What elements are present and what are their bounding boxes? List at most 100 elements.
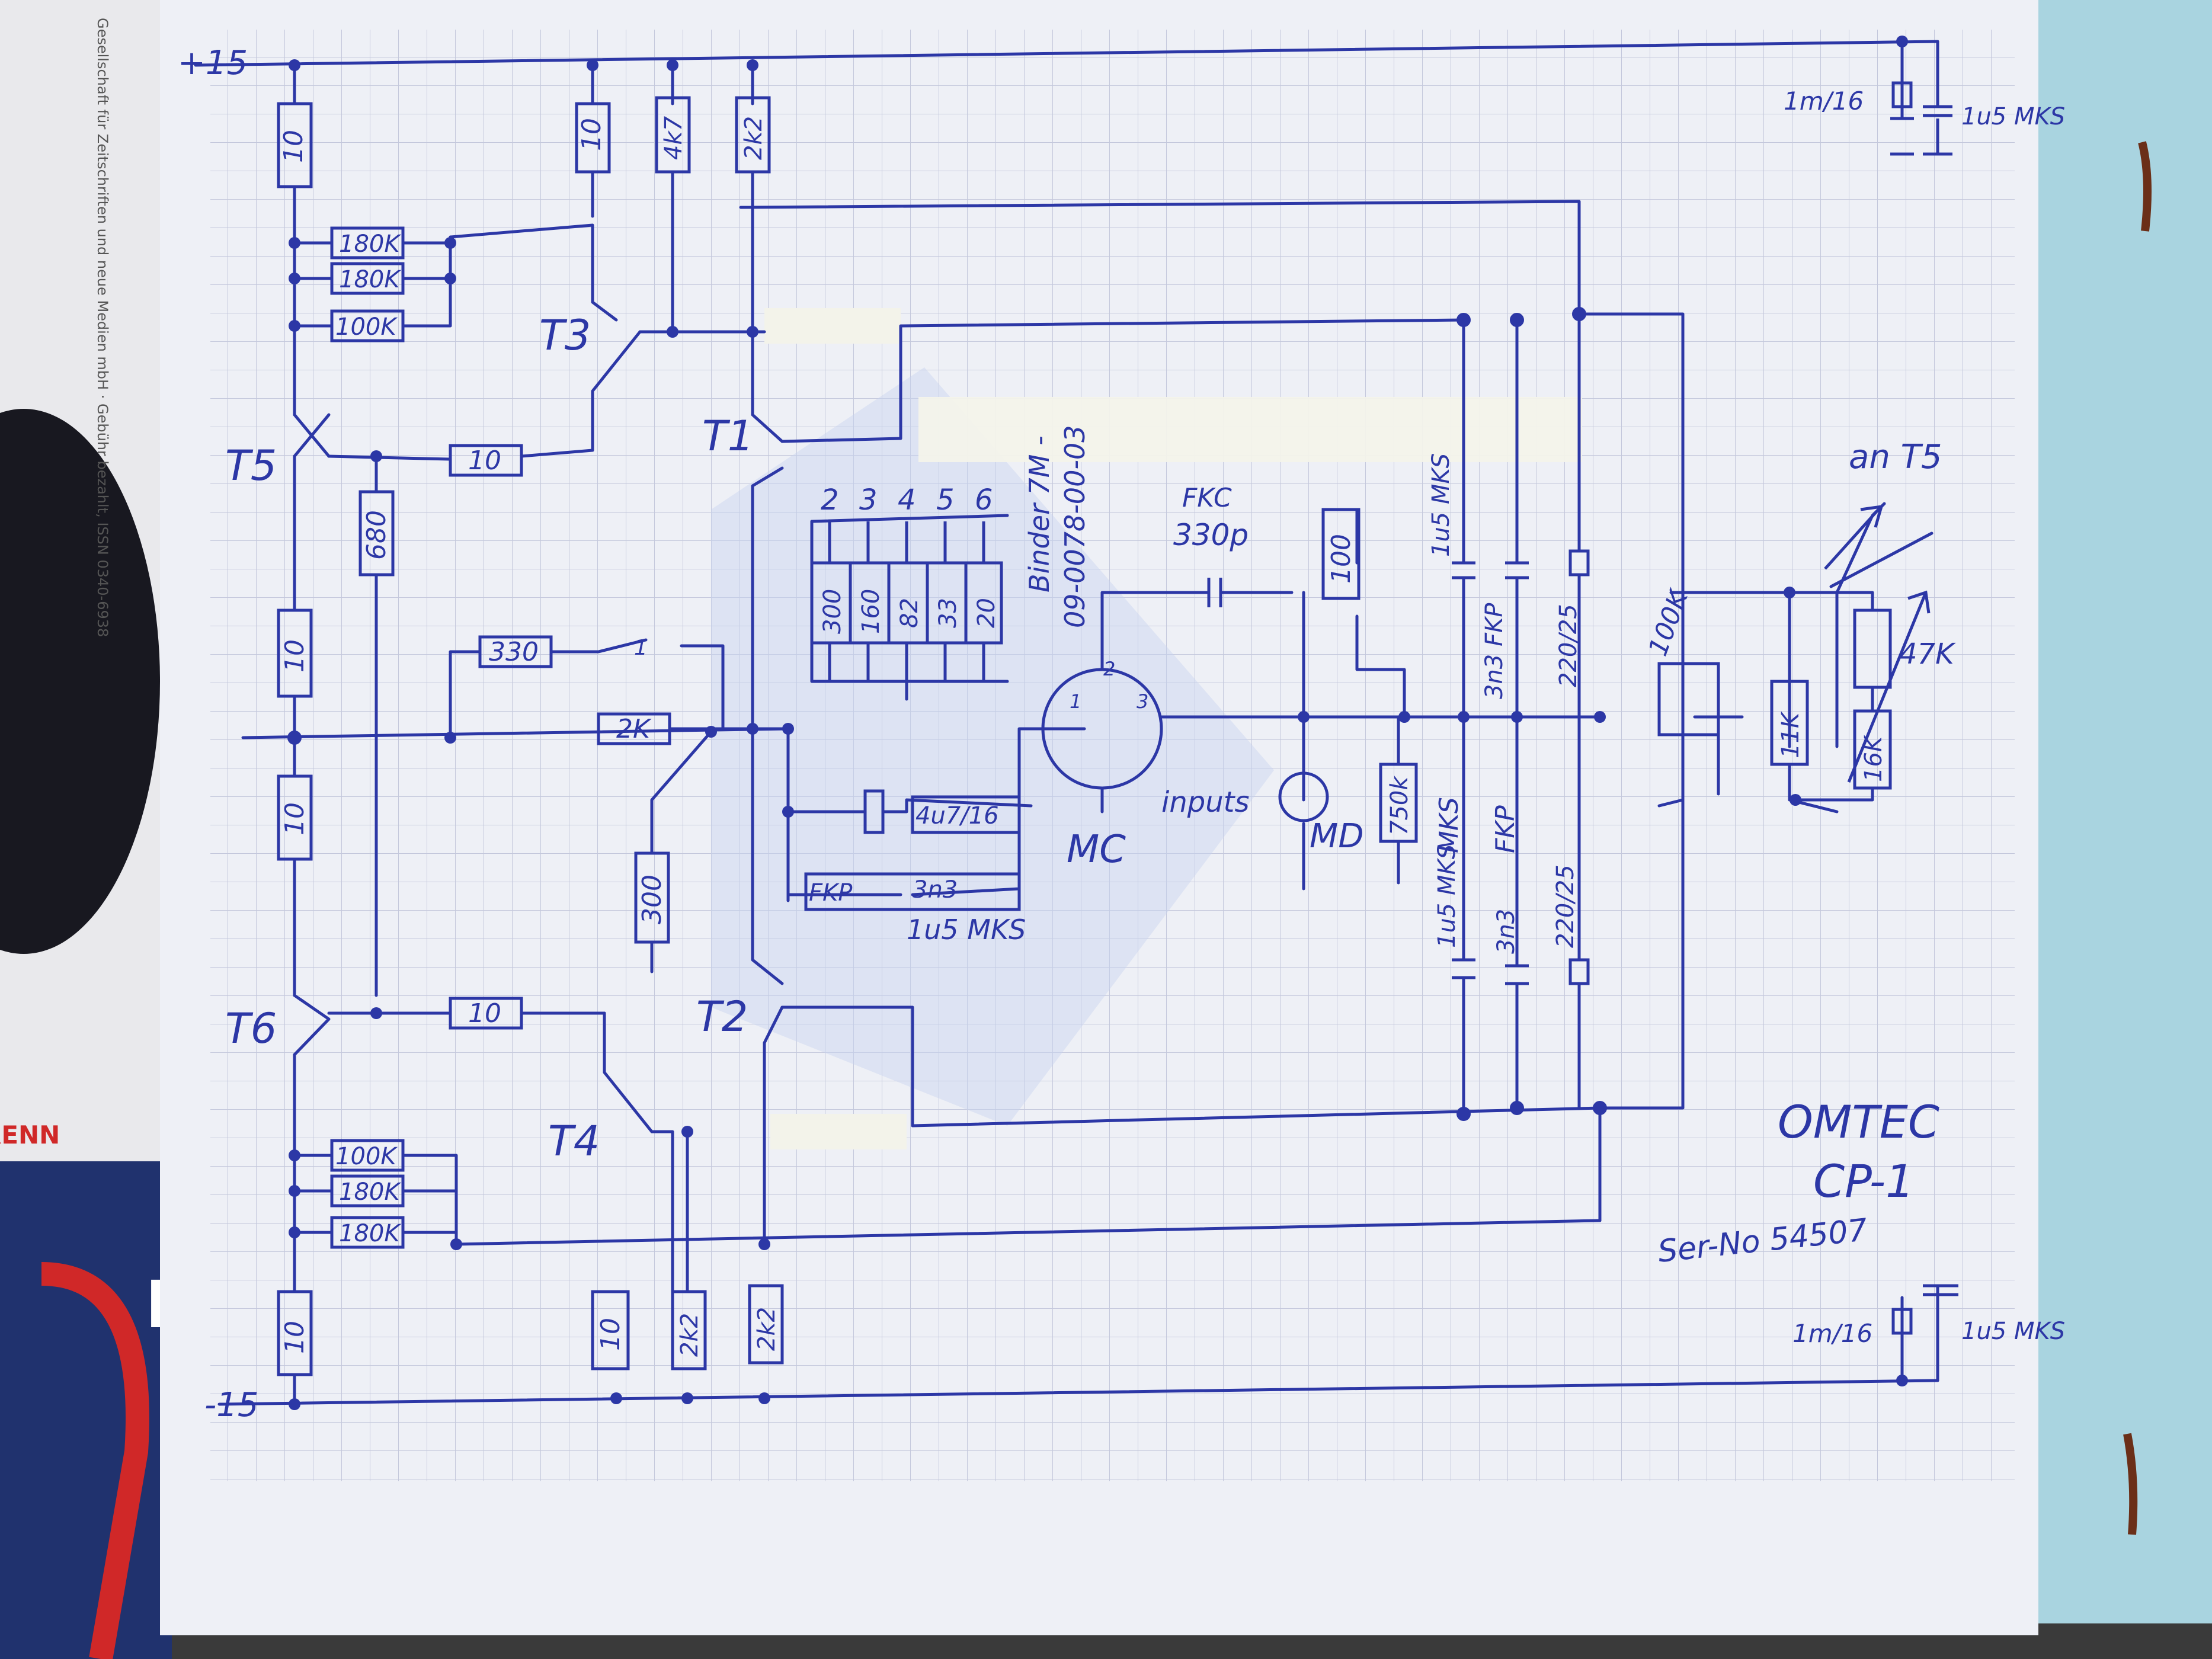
capacitor-1u5-bot-type: MKS (1434, 797, 1464, 853)
magazine-spine-text: Gesellschaft für Zeitschriften und neue … (94, 18, 111, 637)
capacitor-3n3-bot-value: 3n3 (1493, 909, 1520, 954)
resistor-r4k7-top (655, 96, 691, 174)
to-t5-arrow (1824, 504, 1884, 570)
capacitor-1u5-top (1452, 561, 1475, 579)
resistor-r180k-c (330, 1174, 405, 1208)
capacitor-3n3-top (1505, 561, 1529, 579)
watermark-shape (711, 367, 1274, 1126)
gain-value: 33 (934, 598, 962, 628)
resistor-r4k7-top-value: 4k7 (660, 116, 687, 160)
resistor-r11k-value: 11K (1777, 711, 1804, 758)
resistor-r10-mid-lower-value: 10 (280, 802, 310, 835)
capacitor-330p-value: 330p (1173, 518, 1249, 552)
resistor-r10-t6-base-value: 10 (468, 998, 501, 1029)
resistor-r10-top-mid-value: 10 (577, 118, 607, 151)
resistor-r100-input-value: 100 (1326, 534, 1356, 584)
capacitor-4u7-body (863, 789, 885, 834)
gain-value: 82 (896, 598, 923, 628)
resistor-r680 (358, 490, 395, 577)
capacitor-220-top-value: 220/25 (1555, 604, 1582, 687)
resistor-r180k-c-value: 180K (339, 1178, 401, 1206)
capacitor-1u5-bot-value: 1u5 MKS (1433, 844, 1461, 948)
resistor-r10-t5-base (449, 444, 523, 477)
resistor-r10-bot-mid-value: 10 (596, 1318, 626, 1351)
mc-pin-2: 2 (1103, 658, 1115, 680)
rail-positive-label: +15 (178, 44, 248, 82)
pot-r47k-arrow (1847, 590, 1931, 783)
gain-position: 2 (821, 483, 839, 517)
graph-grid (210, 30, 2015, 1481)
resistor-r750k-value: 750k (1386, 776, 1413, 835)
supply-top-elec-value: 1m/16 (1784, 87, 1864, 116)
capacitor-220-bot-value: 220/25 (1552, 864, 1579, 948)
resistor-r10-bot-mid (591, 1290, 630, 1370)
mc-pin-3: 3 (1137, 690, 1148, 713)
gain-bank-values: 300 160 82 33 20 (819, 589, 1000, 634)
resistor-r10-t6-base (449, 997, 523, 1030)
inputs-label: inputs (1161, 786, 1249, 819)
resistor-r180k-b (330, 262, 405, 295)
resistor-r10-top-mid (575, 102, 611, 174)
resistor-r180k-a (330, 226, 405, 260)
capacitor-220-top (1568, 549, 1590, 577)
resistor-r300-value: 300 (637, 875, 667, 924)
rail-negative-label: -15 (204, 1386, 258, 1424)
transistor-t6-label: T6 (225, 1004, 277, 1053)
resistor-r16k (1853, 709, 1892, 790)
resistor-r11k (1770, 680, 1809, 766)
gain-position: 6 (975, 483, 993, 517)
resistor-r10-top-left-value: 10 (278, 130, 309, 163)
binder-note-line2: 09-0078-00-03 (1059, 425, 1091, 628)
gain-value: 160 (857, 589, 885, 634)
supply-top-film-value: 1u5 MKS (1961, 103, 2065, 130)
resistor-r100k-bot-value: 100K (335, 1143, 398, 1170)
md-socket (1278, 771, 1329, 822)
resistor-r180k-d-value: 180K (339, 1220, 401, 1247)
md-input-label: MD (1310, 817, 1363, 856)
resistor-r2k2-bot-a (671, 1290, 707, 1370)
magazine-dark-photo (0, 409, 160, 954)
supply-cap-bot-elec (1891, 1308, 1913, 1335)
junction-dots (287, 36, 1908, 1410)
resistor-r100k-top-value: 100K (335, 313, 398, 341)
capacitor-3n3-top-value: 3n3 FKP (1481, 603, 1508, 699)
resistor-r10-mid-upper-value: 10 (280, 639, 310, 672)
tape-strip (764, 308, 901, 344)
resistor-bodies (277, 81, 1958, 1376)
positive-rail (194, 40, 1939, 67)
capacitor-330p-type: FKC (1182, 483, 1232, 513)
pot-r47k-body (1853, 608, 1892, 689)
resistor-r180k-b-value: 180K (339, 266, 401, 293)
mc-input-label: MC (1067, 828, 1126, 872)
resistor-r330-value: 330 (489, 637, 539, 667)
gain-value: 300 (819, 589, 846, 634)
capacitor-3n3-bot-type: FKP (1490, 805, 1520, 853)
resistor-r300 (634, 851, 670, 944)
capacitor-330p (1207, 578, 1222, 607)
transistor-t4-label: T4 (548, 1117, 600, 1165)
capacitor-3n3-value: 3n3 (913, 876, 958, 904)
wall-mark (2138, 141, 2152, 232)
capacitor-3n3-type: FKP (809, 879, 853, 907)
binder-note-line1: Binder 7M - (1023, 435, 1055, 592)
gain-position: 5 (936, 483, 955, 517)
resistor-r10-mid-lower (277, 774, 313, 861)
transistor-t2-label: T2 (696, 992, 748, 1041)
tape-strip (918, 397, 1582, 462)
transistor-t5-label: T5 (225, 441, 277, 490)
resistor-r2k2-bot-b (748, 1284, 784, 1365)
transistor-t1-label: T1 (702, 412, 754, 460)
gain-position: 4 (898, 483, 916, 517)
resistor-r330 (478, 635, 553, 668)
title-line1: OMTEC (1778, 1096, 1939, 1148)
mc-connector (1041, 668, 1163, 790)
resistor-r10-t5-base-value: 10 (468, 446, 501, 476)
capacitor-1u5-top-value: 1u5 MKS (1427, 453, 1455, 557)
negative-rail (217, 1379, 1939, 1406)
resistor-r2k2-bot-b-value: 2k2 (753, 1307, 780, 1351)
tape-strip (770, 1114, 907, 1149)
wall-mark (2123, 1433, 2138, 1535)
transistor-t3-label: T3 (539, 311, 591, 360)
resistor-r16k-value: 16K (1860, 735, 1887, 782)
